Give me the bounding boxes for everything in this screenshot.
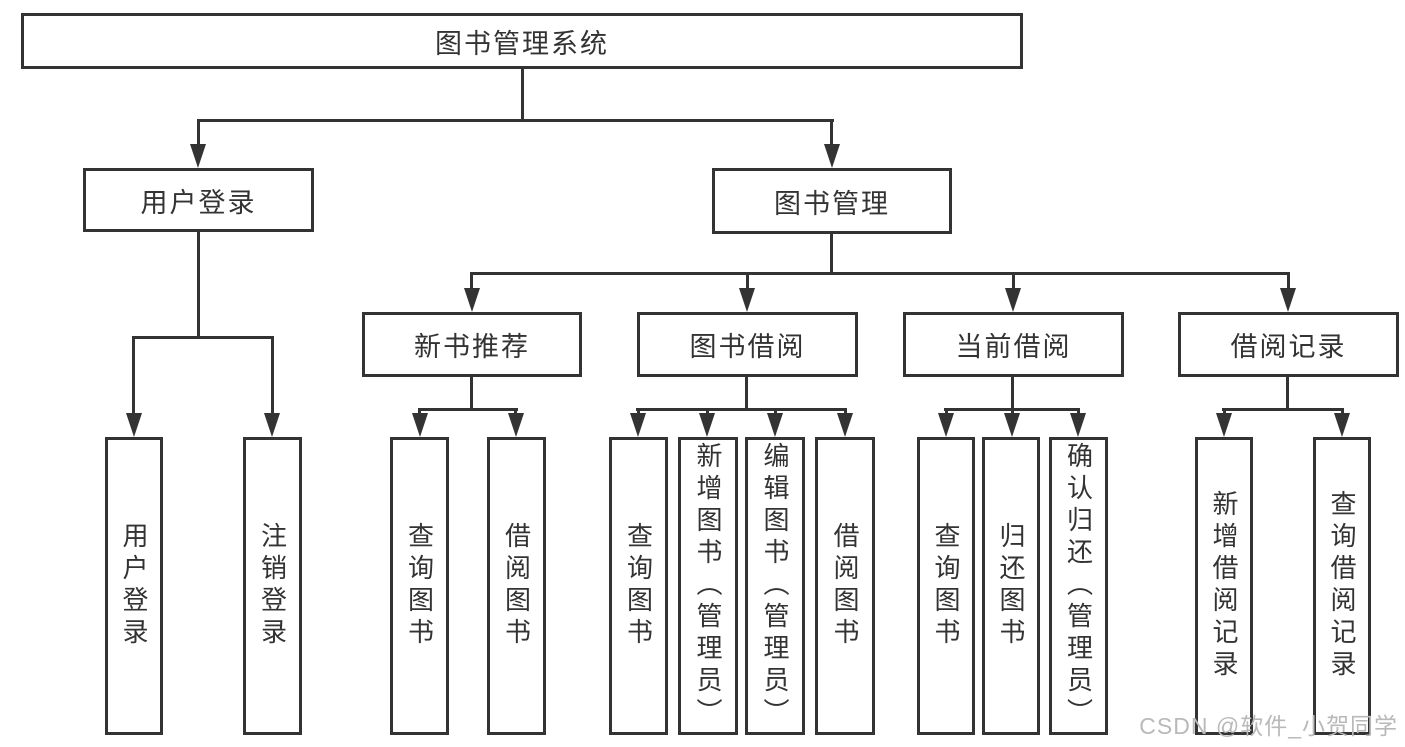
leaf-bb-edit-books-admin: 编辑图书（管理员）: [745, 437, 805, 735]
leaf-logout-label: 注销登录: [257, 522, 288, 650]
node-new-book-recommendation: 新书推荐: [362, 312, 582, 377]
connector-root-rail: [197, 119, 834, 122]
node-book-management-label: 图书管理: [774, 188, 890, 219]
node-library-system: 图书管理系统: [21, 13, 1023, 69]
node-book-borrowing-label: 图书借阅: [689, 332, 806, 362]
arrowhead-leaf-login: [126, 413, 142, 437]
connector-stub-book-management: [830, 119, 833, 148]
node-user-login: 用户登录: [83, 168, 314, 232]
connector-newbook-stem: [470, 377, 473, 411]
connector-stub-cb-query: [945, 408, 948, 416]
leaf-user-login-label: 用户登录: [119, 522, 149, 650]
connector-borrowrecords-stem: [1286, 377, 1289, 411]
arrowhead-book-management: [824, 144, 840, 168]
connector-stub-br-add: [1223, 408, 1226, 416]
connector-stub-bb-borrow: [844, 408, 847, 416]
leaf-br-query-record: 查询借阅记录: [1313, 437, 1371, 735]
arrowhead-borrow-records: [1280, 288, 1296, 312]
connector-stub-leaf-logout: [271, 336, 274, 415]
connector-borrowrecords-rail: [1222, 408, 1344, 411]
leaf-cb-query-books-label: 查询图书: [931, 522, 961, 650]
connector-stub-new-book: [470, 272, 473, 290]
node-user-login-label: 用户登录: [140, 187, 257, 218]
leaf-bb-borrow-books-label: 借阅图书: [830, 522, 860, 650]
node-current-borrowing-label: 当前借阅: [955, 332, 1072, 362]
leaf-cb-query-books: 查询图书: [917, 437, 975, 735]
leaf-bb-edit-books-admin-label: 编辑图书（管理员）: [760, 442, 790, 730]
connector-stub-bb-edit: [774, 408, 777, 416]
connector-stub-cb-return: [1011, 408, 1014, 416]
connector-bookmgmt-rail: [470, 272, 1290, 275]
leaf-br-add-record-label: 新增借阅记录: [1209, 490, 1239, 682]
connector-stub-borrow-records: [1287, 272, 1290, 290]
connector-stub-current-borrow: [1012, 272, 1015, 290]
arrowhead-bb-add: [699, 413, 715, 437]
arrowhead-cb-confirm: [1070, 413, 1086, 437]
arrowhead-book-borrow: [739, 288, 755, 312]
connector-stub-br-query: [1341, 408, 1344, 416]
node-library-system-label: 图书管理系统: [435, 28, 609, 59]
arrowhead-bb-borrow: [837, 413, 853, 437]
connector-userlogin-stem: [197, 232, 200, 339]
node-book-borrowing: 图书借阅: [637, 312, 858, 377]
node-book-management: 图书管理: [712, 168, 952, 234]
arrowhead-user-login: [190, 144, 206, 168]
node-borrowing-records: 借阅记录: [1178, 312, 1399, 377]
node-new-book-recommendation-label: 新书推荐: [414, 332, 530, 362]
arrowhead-bb-edit: [767, 413, 783, 437]
connector-stub-nb-query: [418, 408, 421, 416]
arrowhead-leaf-logout: [264, 413, 280, 437]
connector-stub-cb-confirm: [1077, 408, 1080, 416]
arrowhead-nb-query: [412, 413, 428, 437]
arrowhead-cb-query: [938, 413, 954, 437]
node-current-borrowing: 当前借阅: [903, 312, 1124, 377]
leaf-bb-query-books: 查询图书: [609, 437, 668, 735]
leaf-br-add-record: 新增借阅记录: [1195, 437, 1253, 735]
connector-userlogin-rail: [132, 336, 274, 339]
leaf-cb-return-books: 归还图书: [982, 437, 1040, 735]
leaf-cb-confirm-return-admin: 确认归还（管理员）: [1049, 437, 1108, 735]
leaf-cb-confirm-return-admin-label: 确认归还（管理员）: [1063, 442, 1094, 730]
arrowhead-bb-query: [630, 413, 646, 437]
connector-bookmgmt-stem: [830, 234, 833, 275]
connector-stub-book-borrow: [746, 272, 749, 290]
arrowhead-br-add: [1216, 413, 1232, 437]
watermark: CSDN @软件_小贺同学: [1139, 713, 1398, 739]
leaf-bb-borrow-books: 借阅图书: [815, 437, 875, 735]
connector-stub-leaf-login: [132, 336, 135, 415]
leaf-nb-borrow-books: 借阅图书: [487, 437, 546, 735]
arrowhead-current-borrow: [1005, 288, 1021, 312]
leaf-bb-add-books-admin: 新增图书（管理员）: [678, 437, 738, 735]
node-borrowing-records-label: 借阅记录: [1230, 332, 1347, 362]
connector-bookborrow-rail: [636, 408, 847, 411]
leaf-logout: 注销登录: [243, 437, 302, 735]
arrowhead-new-book: [464, 288, 480, 312]
connector-stub-user-login: [197, 119, 200, 148]
connector-stub-nb-borrow: [514, 408, 517, 416]
arrowhead-br-query: [1334, 413, 1350, 437]
leaf-nb-query-books: 查询图书: [390, 437, 449, 735]
connector-currentborrow-stem: [1011, 377, 1014, 411]
arrowhead-cb-return: [1004, 413, 1020, 437]
leaf-bb-add-books-admin-label: 新增图书（管理员）: [693, 442, 723, 730]
arrowhead-nb-borrow: [508, 413, 524, 437]
leaf-user-login: 用户登录: [105, 437, 163, 735]
connector-bookborrow-stem: [745, 377, 748, 411]
connector-stub-bb-query: [637, 408, 640, 416]
leaf-nb-borrow-books-label: 借阅图书: [501, 522, 532, 650]
leaf-cb-return-books-label: 归还图书: [996, 522, 1026, 650]
connector-root-stem: [521, 69, 524, 122]
connector-stub-bb-add: [706, 408, 709, 416]
leaf-bb-query-books-label: 查询图书: [623, 522, 654, 650]
leaf-nb-query-books-label: 查询图书: [404, 522, 435, 650]
connector-newbook-rail: [418, 408, 518, 411]
leaf-br-query-record-label: 查询借阅记录: [1327, 490, 1357, 682]
